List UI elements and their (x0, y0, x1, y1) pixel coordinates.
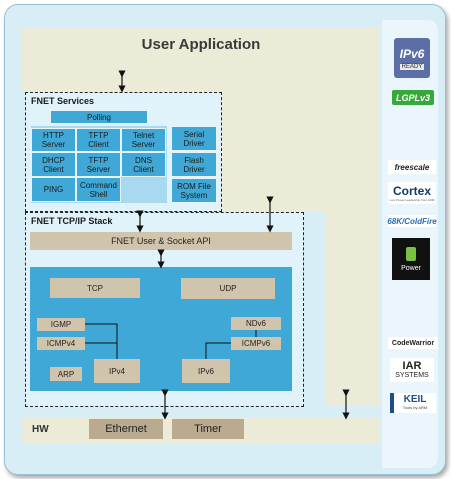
ipv6-ready-logo: IPv6 READY (394, 38, 430, 78)
iar-logo-text: IAR (402, 359, 422, 372)
dns-client-block: DNS Client (121, 152, 166, 177)
power-logo: Power (392, 238, 430, 280)
ethernet-block: Ethernet (89, 419, 163, 439)
socket-api-block: FNET User & Socket API (30, 232, 292, 250)
udp-block: UDP (181, 278, 275, 299)
coldfire-logo: 68K/ColdFire (387, 215, 437, 227)
empty-service-slot (121, 177, 166, 202)
dhcp-client-block: DHCP Client (31, 152, 76, 177)
line-igmp-ipv4 (85, 323, 118, 359)
timer-block: Timer (172, 419, 244, 439)
tftp-client-block: TFTP Client (76, 128, 121, 152)
igmp-block: IGMP (37, 318, 85, 331)
ipv6-ready-logo-text: IPv6 (399, 46, 425, 61)
freescale-logo: freescale (388, 160, 436, 174)
ipv6-block: IPv6 (182, 359, 230, 383)
keil-logo-text: KEIL (403, 394, 427, 405)
codewarrior-logo: CodeWarrior (388, 337, 438, 349)
serial-driver-block: Serial Driver (171, 126, 217, 151)
gap-bottom (22, 405, 380, 418)
icmpv6-block: ICMPv6 (231, 337, 281, 350)
gap-right (302, 212, 325, 407)
polling-block: Polling (50, 110, 148, 124)
http-server-block: HTTP Server (31, 128, 76, 152)
cortex-logo-sub: Low Power Leadership from ARM (389, 198, 435, 202)
flash-driver-block: Flash Driver (171, 152, 217, 177)
keil-logo-sub: Tools by ARM (402, 405, 428, 410)
iar-logo-sub: SYSTEMS (395, 371, 429, 379)
ipv6-ready-logo-sub: READY (399, 63, 425, 70)
power-logo-text: Power (401, 264, 421, 272)
icmpv4-block: ICMPv4 (37, 337, 85, 350)
user-application-title: User Application (141, 36, 261, 53)
arp-block: ARP (50, 367, 82, 381)
power-symbol-icon (406, 246, 416, 261)
gap-left (22, 92, 25, 407)
tcp-block: TCP (50, 278, 140, 298)
line-icmpv6-ipv6 (205, 342, 231, 359)
fnet-tcpip-stack-title: FNET TCP/IP Stack (31, 216, 113, 226)
keil-logo: KEIL Tools by ARM (390, 393, 436, 413)
lgpl-logo: LGPLv3 (392, 90, 434, 105)
cortex-logo: Cortex Low Power Leadership from ARM (388, 182, 436, 204)
telnet-server-block: Telnet Server (121, 128, 166, 152)
iar-systems-logo: IAR SYSTEMS (390, 358, 434, 382)
tftp-server-block: TFTP Server (76, 152, 121, 177)
command-shell-block: Command Shell (76, 177, 121, 202)
ndv6-block: NDv6 (231, 317, 281, 330)
ping-block: PING (31, 177, 76, 202)
cortex-logo-text: Cortex (392, 184, 431, 198)
rom-file-system-block: ROM File System (171, 178, 217, 203)
hw-label: HW (32, 424, 49, 435)
fnet-services-title: FNET Services (31, 96, 95, 106)
ipv4-block: IPv4 (94, 359, 140, 383)
